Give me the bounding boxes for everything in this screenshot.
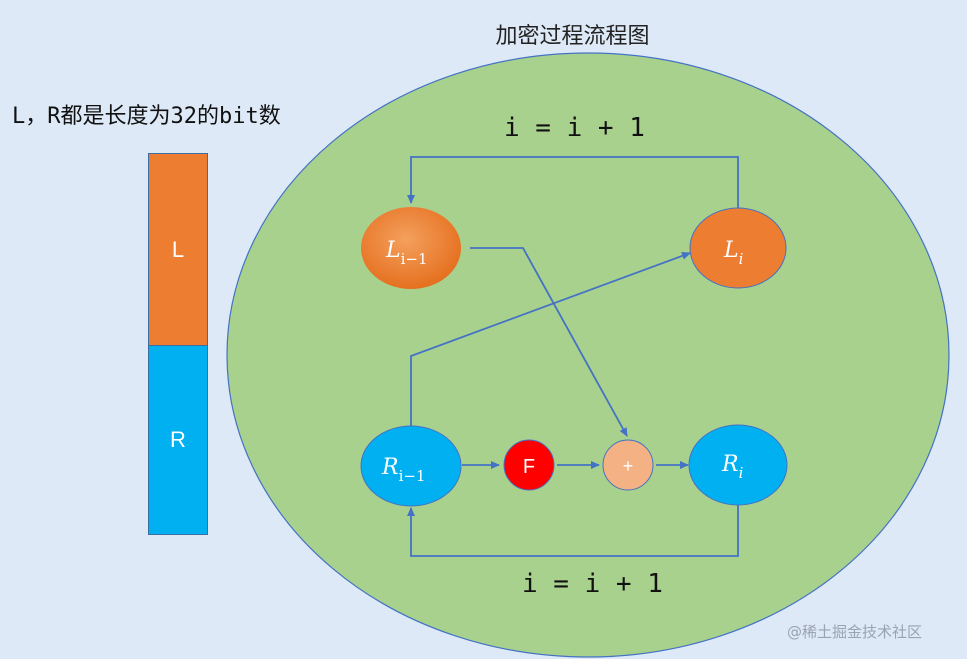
f-function-node [503,439,555,491]
register-description: L，R都是长度为32的bit数 [12,104,281,129]
r-prev-label: Ri−1 [381,455,426,485]
l-prev-node [361,207,461,289]
top-loop-arrow [407,156,739,208]
xor-node [602,439,654,491]
l-register-block: L [148,153,208,345]
round-boundary-ellipse [226,52,950,658]
f-function-label: F [523,456,535,478]
r-cur-node [688,424,788,506]
l-prev-label: Li−1 [385,238,428,268]
watermark: @稀土掘金技术社区 [787,623,923,641]
r-register-block: R [148,345,208,535]
r-cur-label: Ri [721,452,744,482]
l-cur-node [689,207,787,289]
xor-label: + [623,456,634,476]
l-prev-to-xor-arrow [470,247,628,437]
top-increment-label: i = i + 1 [504,113,645,143]
r-register-label: R [170,427,186,452]
bottom-loop-arrow [407,505,739,557]
diagram-title: 加密过程流程图 [495,24,650,49]
bottom-increment-label: i = i + 1 [522,569,663,599]
l-cur-label: Li [723,238,744,268]
r-prev-to-l-cur-arrow [410,252,691,428]
l-register-label: L [171,236,185,262]
r-prev-node [360,425,462,507]
